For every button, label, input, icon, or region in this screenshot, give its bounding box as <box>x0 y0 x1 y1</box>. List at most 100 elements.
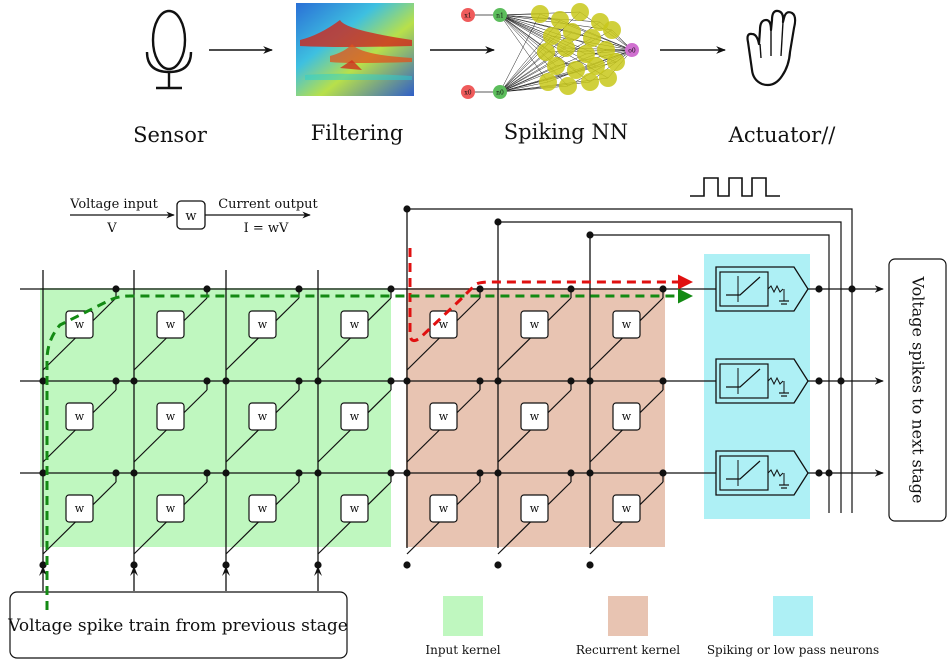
voltage-input-label: Voltage input <box>69 197 159 212</box>
spiking-nn-label: Spiking NN <box>504 120 628 144</box>
junction-dot <box>112 377 120 385</box>
weight-cell <box>156 402 185 431</box>
snn-node-label: x0 <box>464 90 471 97</box>
voltage-symbol: V <box>106 221 117 236</box>
weight-label: w <box>258 502 268 515</box>
junction-dot <box>295 285 303 293</box>
snn-node-label: x1 <box>464 13 471 20</box>
junction-dot <box>130 377 138 385</box>
junction-dot <box>586 561 594 569</box>
microphone-icon <box>145 9 193 90</box>
weight-label: w <box>350 502 360 515</box>
snn-hidden-node <box>597 41 615 59</box>
snn-node <box>625 43 639 57</box>
junction-dot <box>815 377 823 385</box>
snn-hidden-node <box>599 69 617 87</box>
snn-hidden-node <box>551 11 569 29</box>
junction-dot <box>39 377 47 385</box>
junction-dot <box>494 469 502 477</box>
snn-node <box>493 85 507 99</box>
actuator-label: Actuator// <box>728 123 837 147</box>
junction-dot <box>403 561 411 569</box>
junction-dot <box>476 285 484 293</box>
snn-hidden-node <box>581 73 599 91</box>
weight-label: w <box>439 318 449 331</box>
weight-cell <box>156 494 185 523</box>
spectrogram-icon <box>296 3 414 96</box>
weight-cell <box>340 310 369 339</box>
weight-label: w <box>350 318 360 331</box>
snn-hidden-node <box>567 61 585 79</box>
junction-dot <box>403 469 411 477</box>
junction-dot <box>403 377 411 385</box>
weight-cell <box>429 310 458 339</box>
legend-swatch-neurons <box>773 596 813 636</box>
snn-hidden-node <box>607 53 625 71</box>
snn-hidden-node <box>587 57 605 75</box>
weight-label: w <box>622 502 632 515</box>
legend-swatch-recurrent-kernel <box>608 596 648 636</box>
snn-hidden-node <box>557 39 575 57</box>
junction-dot <box>567 469 575 477</box>
snn-node-label: n0 <box>496 90 504 97</box>
resistor-icon <box>767 284 784 294</box>
weight-label: w <box>530 410 540 423</box>
junction-dot <box>567 377 575 385</box>
junction-dot <box>659 377 667 385</box>
weight-label: w <box>75 318 85 331</box>
junction-dot <box>295 377 303 385</box>
recurrent-signal-path <box>408 248 693 343</box>
weight-cell <box>65 494 94 523</box>
resistor-icon <box>767 468 784 478</box>
feedback-line <box>498 221 842 513</box>
weight-cell <box>248 494 277 523</box>
legend-label-neurons: Spiking or low pass neurons <box>707 643 879 657</box>
junction-dot <box>295 469 303 477</box>
relu-icon <box>726 368 761 388</box>
snn-node <box>461 85 475 99</box>
weight-cell <box>520 494 549 523</box>
weight-label: w <box>622 410 632 423</box>
junction-dot <box>494 377 502 385</box>
junction-dot <box>112 469 120 477</box>
junction-dot <box>130 561 138 569</box>
current-output-formula: I = wV <box>244 221 289 236</box>
weight-cell <box>340 402 369 431</box>
weight-label: w <box>439 502 449 515</box>
snn-hidden-node <box>537 43 555 61</box>
input-arrow <box>39 566 47 576</box>
junction-dot <box>387 469 395 477</box>
junction-dot <box>848 285 856 293</box>
neuron-body <box>715 450 809 496</box>
input-kernel-region <box>40 288 391 547</box>
junction-dot <box>586 469 594 477</box>
junction-dot <box>222 377 230 385</box>
weight-label: w <box>258 410 268 423</box>
junction-dot <box>586 377 594 385</box>
pulse-train-icon <box>690 177 780 197</box>
junction-dot <box>39 469 47 477</box>
weight-cell <box>340 494 369 523</box>
input-arrow <box>130 566 138 576</box>
junction-dot <box>314 377 322 385</box>
junction-dot <box>659 469 667 477</box>
weight-legend-symbol: w <box>185 209 196 224</box>
weight-cell <box>65 402 94 431</box>
input-arrow <box>222 566 230 576</box>
weight-label: w <box>530 318 540 331</box>
snn-node-label: n1 <box>496 13 504 20</box>
weight-label: w <box>530 502 540 515</box>
weight-label: w <box>622 318 632 331</box>
snn-hidden-node <box>543 27 561 45</box>
junction-dot <box>815 469 823 477</box>
snn-hidden-node <box>583 29 601 47</box>
weight-cell <box>429 402 458 431</box>
junction-dot <box>203 285 211 293</box>
snn-hidden-node <box>547 57 565 75</box>
legend-swatch-input-kernel <box>443 596 483 636</box>
legend-label-input-kernel: Input kernel <box>425 643 500 657</box>
snn-hidden-node <box>577 45 595 63</box>
junction-dot <box>203 377 211 385</box>
